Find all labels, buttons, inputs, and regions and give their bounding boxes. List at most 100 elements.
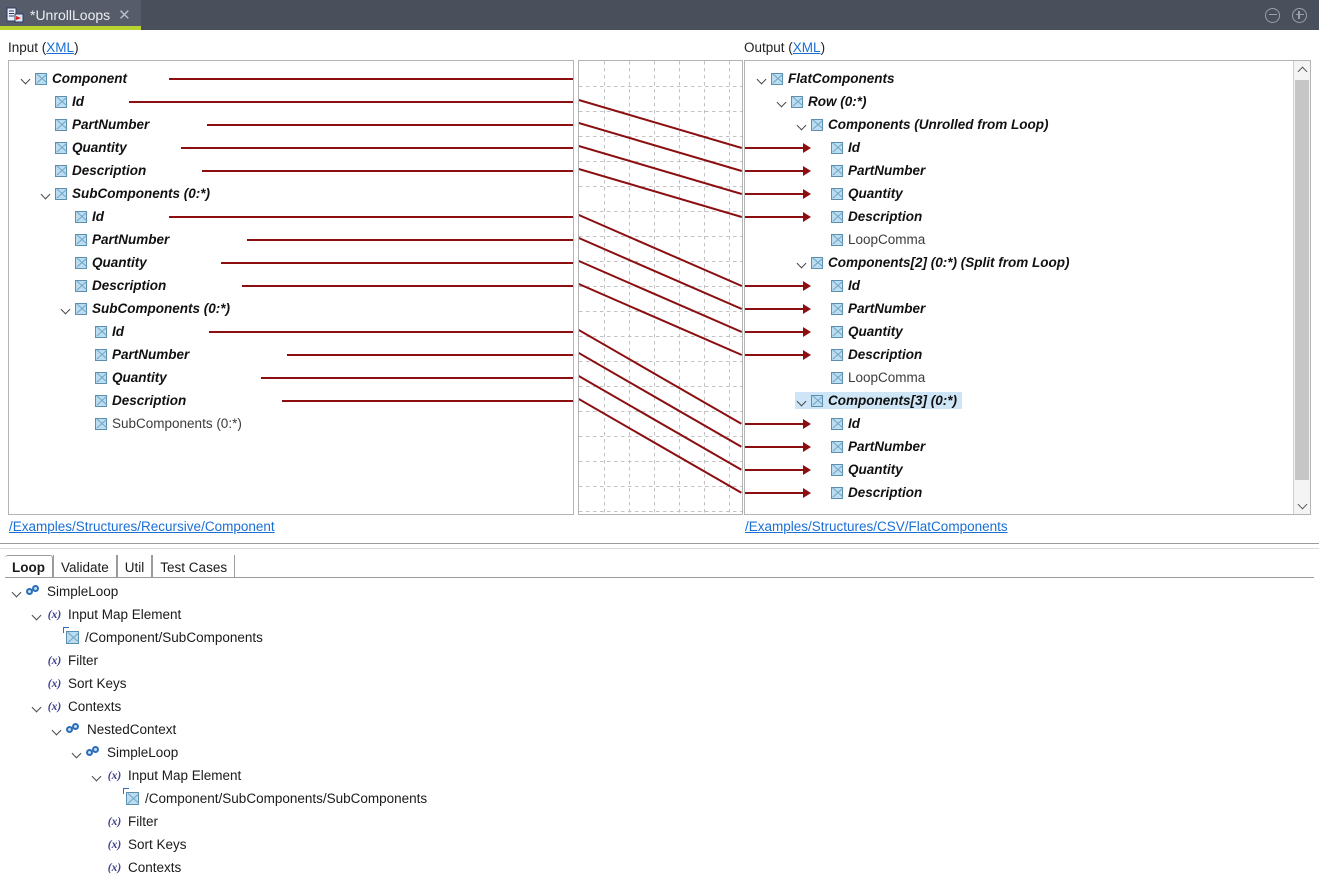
loop-tree-node[interactable]: /Component/SubComponents/SubComponents: [110, 787, 427, 810]
input-tree-node[interactable]: Description: [39, 159, 146, 182]
loop-tree-node[interactable]: (x)Sort Keys: [90, 833, 187, 856]
expand-collapse-chevron-icon[interactable]: [70, 746, 83, 759]
loop-tree-node[interactable]: (x)Filter: [90, 810, 158, 833]
output-tree-node[interactable]: LoopComma: [815, 366, 925, 389]
mapping-connection-line[interactable]: [579, 375, 742, 471]
mapping-connection-canvas[interactable]: [578, 60, 743, 515]
loop-tree-node[interactable]: (x)Sort Keys: [30, 672, 127, 695]
mapping-arrow-line: [745, 423, 803, 425]
output-path-link[interactable]: /Examples/Structures/CSV/FlatComponents: [745, 519, 1008, 534]
scrollbar-thumb[interactable]: [1295, 80, 1309, 480]
mapping-connection-line[interactable]: [579, 145, 742, 195]
output-tree-node[interactable]: FlatComponents: [755, 67, 895, 90]
output-tree-node[interactable]: Description: [815, 481, 922, 504]
expand-collapse-chevron-icon[interactable]: [59, 302, 72, 315]
loop-tree-node[interactable]: (x)Contexts: [90, 856, 182, 879]
output-tree-node[interactable]: Components[2] (0:*) (Split from Loop): [795, 251, 1069, 274]
expand-collapse-chevron-icon[interactable]: [10, 585, 23, 598]
input-tree-node[interactable]: Id: [59, 205, 104, 228]
output-tree-node[interactable]: Id: [815, 274, 860, 297]
input-tree-node[interactable]: PartNumber: [59, 228, 169, 251]
tab-loop[interactable]: Loop: [5, 555, 53, 577]
expand-collapse-chevron-icon[interactable]: [39, 187, 52, 200]
output-tree-node[interactable]: Components (Unrolled from Loop): [795, 113, 1048, 136]
output-tree-node[interactable]: PartNumber: [815, 435, 925, 458]
expand-collapse-chevron-icon[interactable]: [775, 95, 788, 108]
loop-tree-node[interactable]: (x) Contexts: [30, 695, 122, 718]
input-tree-node[interactable]: Component: [19, 67, 127, 90]
chevron-up-icon[interactable]: [1294, 61, 1310, 78]
expand-collapse-chevron-icon[interactable]: [30, 608, 43, 621]
output-tree-node[interactable]: Quantity: [815, 320, 903, 343]
output-tree-node-content: Quantity: [815, 186, 903, 201]
mapping-connection-line[interactable]: [579, 398, 742, 494]
chevron-down-icon[interactable]: [1294, 497, 1310, 514]
expand-collapse-chevron-icon[interactable]: [19, 72, 32, 85]
mapping-connection-line[interactable]: [579, 99, 742, 149]
input-tree-node[interactable]: Id: [39, 90, 84, 113]
input-tree-node[interactable]: SubComponents (0:*): [79, 412, 242, 435]
expand-collapse-chevron-icon[interactable]: [755, 72, 768, 85]
minimize-icon[interactable]: [1265, 7, 1280, 23]
input-tree-node[interactable]: PartNumber: [39, 113, 149, 136]
loop-tree-node-label: Contexts: [68, 699, 122, 714]
expand-collapse-chevron-icon[interactable]: [90, 769, 103, 782]
output-tree-node[interactable]: Components[3] (0:*): [795, 389, 962, 412]
output-tree-node[interactable]: Description: [815, 205, 922, 228]
output-tree-node[interactable]: Description: [815, 343, 922, 366]
expand-collapse-chevron-icon[interactable]: [30, 700, 43, 713]
loop-tree-node[interactable]: SimpleLoop: [10, 580, 118, 603]
maximize-icon[interactable]: [1292, 7, 1307, 23]
input-tree-node[interactable]: Id: [79, 320, 124, 343]
output-tree-node[interactable]: Id: [815, 412, 860, 435]
expand-collapse-chevron-icon[interactable]: [795, 118, 808, 131]
input-tree-node[interactable]: Quantity: [59, 251, 147, 274]
input-tree-node[interactable]: Description: [59, 274, 166, 297]
loop-tree-node[interactable]: SimpleLoop: [70, 741, 178, 764]
output-tree-node-content: Id: [815, 416, 860, 431]
loop-tree-node[interactable]: (x)Input Map Element: [90, 764, 242, 787]
loop-tree-node[interactable]: NestedContext: [50, 718, 176, 741]
output-format-link[interactable]: XML: [792, 40, 821, 55]
input-tree-node[interactable]: Quantity: [79, 366, 167, 389]
loop-tree-node[interactable]: (x)Filter: [30, 649, 98, 672]
tab-validate[interactable]: Validate: [53, 555, 117, 577]
loop-tree-node-label: SimpleLoop: [107, 745, 179, 760]
mapping-connection-line[interactable]: [579, 214, 742, 287]
output-tree-node[interactable]: Quantity: [815, 182, 903, 205]
grid-line-horizontal: [579, 211, 742, 212]
output-tree-node[interactable]: PartNumber: [815, 297, 925, 320]
mapping-connection-line[interactable]: [579, 352, 742, 448]
output-vertical-scrollbar[interactable]: [1293, 61, 1310, 514]
loop-tree-node[interactable]: /Component/SubComponents: [50, 626, 263, 649]
input-tree-node[interactable]: Description: [79, 389, 186, 412]
expand-collapse-chevron-icon[interactable]: [795, 256, 808, 269]
input-format-link[interactable]: XML: [46, 40, 75, 55]
input-tree-node-label: Id: [72, 94, 84, 109]
input-path-link[interactable]: /Examples/Structures/Recursive/Component: [9, 519, 275, 534]
output-tree-node[interactable]: Id: [815, 136, 860, 159]
output-tree-node[interactable]: PartNumber: [815, 159, 925, 182]
mapping-connection-line[interactable]: [579, 122, 742, 172]
expression-fx-icon: (x): [47, 700, 62, 713]
editor-tab-unrollloops[interactable]: *UnrollLoops ✕: [0, 0, 141, 30]
input-tree-node[interactable]: SubComponents (0:*): [39, 182, 210, 205]
input-tree-node[interactable]: SubComponents (0:*): [59, 297, 230, 320]
mapping-arrow-head-icon: [803, 442, 811, 452]
loop-tree-node[interactable]: (x)Input Map Element: [30, 603, 182, 626]
expand-collapse-chevron-icon[interactable]: [795, 394, 808, 407]
tab-util[interactable]: Util: [116, 555, 153, 577]
input-tree-node[interactable]: Quantity: [39, 136, 127, 159]
output-tree-node[interactable]: LoopComma: [815, 228, 925, 251]
close-icon[interactable]: ✕: [118, 6, 131, 24]
input-tree-node[interactable]: PartNumber: [79, 343, 189, 366]
expand-collapse-chevron-icon[interactable]: [50, 723, 63, 736]
output-tree-node[interactable]: Quantity: [815, 458, 903, 481]
loop-tree-node-label: Filter: [128, 814, 158, 829]
tab-test-cases[interactable]: Test Cases: [152, 555, 236, 577]
output-tree-node[interactable]: Row (0:*): [775, 90, 867, 113]
mapping-line-stub: [202, 170, 573, 172]
